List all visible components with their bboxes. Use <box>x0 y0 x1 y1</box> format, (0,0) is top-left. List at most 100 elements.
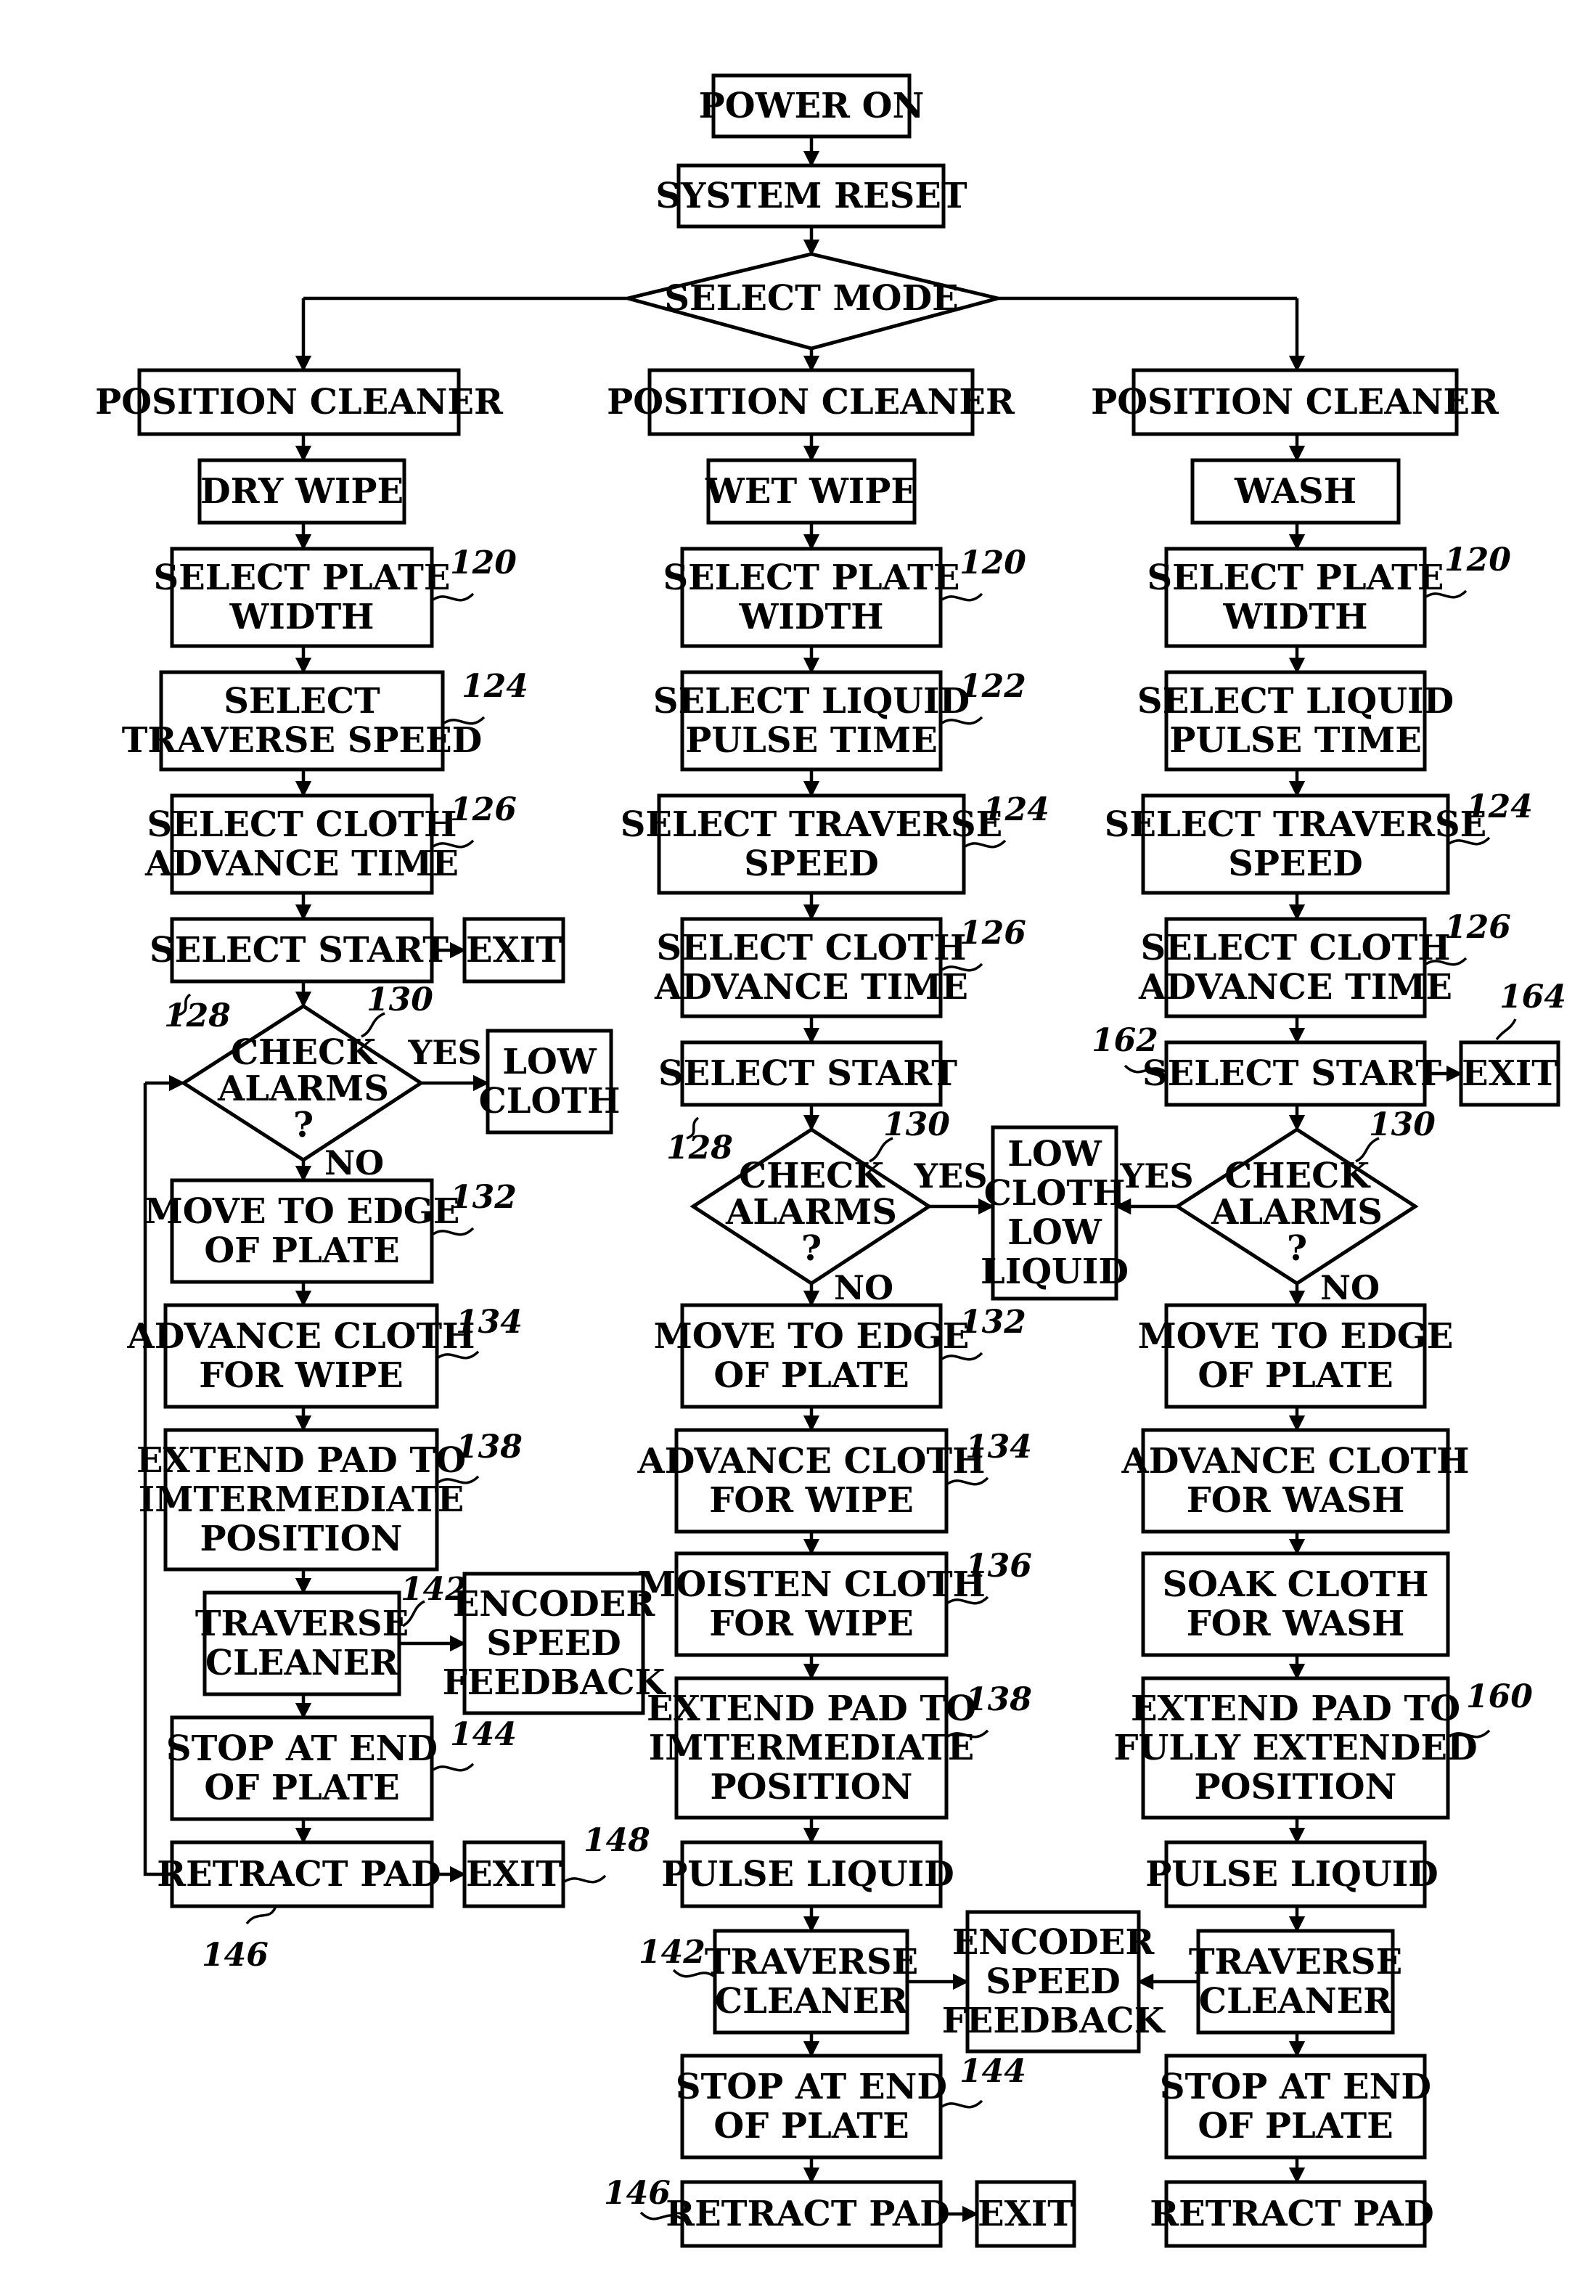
right-traverse-cleaner: TRAVERSECLEANER <box>1189 1931 1402 2033</box>
node-label-line: POSITION CLEANER <box>607 382 1015 422</box>
node-label: SELECT CLOTHADVANCE TIME <box>1138 928 1452 1008</box>
node-label: CHECKALARMS? <box>217 1032 389 1145</box>
node-label-line: POSITION <box>200 1519 403 1559</box>
node-label-line: SELECT CLOTH <box>656 928 966 968</box>
node-label: CHECKALARMS? <box>725 1156 897 1269</box>
middle-select-start: SELECT START <box>658 1042 957 1105</box>
node-label-line: SELECT START <box>150 930 449 971</box>
right-stop-at-end: STOP AT ENDOF PLATE <box>1160 2056 1431 2157</box>
left-stop-at-end: STOP AT ENDOF PLATE <box>166 1717 438 1819</box>
node-label: EXIT <box>1462 1053 1558 1094</box>
node-label: SELECT CLOTHADVANCE TIME <box>654 928 968 1008</box>
node-label-line: SELECT LIQUID <box>1137 681 1454 722</box>
node-label: WET WIPE <box>705 471 917 512</box>
node-label-line: LOW <box>1007 1212 1102 1253</box>
ref-right-120: 120 <box>1444 542 1511 579</box>
left-encoder-speed-feedback: ENCODERSPEEDFEEDBACK <box>443 1574 667 1713</box>
ref-left-138: 138 <box>456 1429 523 1466</box>
node-label-line: POWER ON <box>699 86 925 126</box>
node-label-line: SELECT PLATE <box>154 557 451 598</box>
node-label-line: SOAK CLOTH <box>1163 1564 1429 1605</box>
left-dry-wipe: DRY WIPE <box>200 460 404 523</box>
node-label-line: SELECT PLATE <box>1147 557 1444 598</box>
right-position-cleaner: POSITION CLEANER <box>1091 370 1499 434</box>
left-yes-label: YES <box>407 1033 481 1072</box>
node-label-line: SPEED <box>486 1623 621 1664</box>
node-label-line: OF PLATE <box>204 1768 399 1808</box>
low-cloth-low-liquid: LOWCLOTHLOWLIQUID <box>981 1127 1129 1299</box>
ref-left-128: 128 <box>164 997 231 1034</box>
node-label-line: PULSE LIQUID <box>1145 1854 1439 1895</box>
node-label-line: EXIT <box>978 2194 1073 2234</box>
right-select-plate-width: SELECT PLATEWIDTH <box>1147 549 1444 646</box>
ref-middle-122: 122 <box>959 668 1026 705</box>
ref-left-142: 142 <box>401 1571 467 1608</box>
left-no-label: NO <box>324 1143 384 1182</box>
middle-extend-pad: EXTEND PAD TOIMTERMEDIATEPOSITION <box>647 1678 976 1818</box>
ref-left-126: 126 <box>450 791 517 828</box>
node-label-line: SELECT TRAVERSE <box>621 804 1003 845</box>
middle-select-plate-width: SELECT PLATEWIDTH <box>663 549 960 646</box>
ref-left-130: 130 <box>367 981 433 1018</box>
ref-middle-134: 134 <box>965 1429 1032 1466</box>
node-label: RETRACT PAD <box>666 2194 949 2234</box>
left-extend-pad: EXTEND PAD TOIMTERMEDIATEPOSITION <box>136 1430 466 1569</box>
ref-middle-146: 146 <box>604 2175 671 2212</box>
right-retract-pad: RETRACT PAD <box>1150 2182 1433 2246</box>
node-label-line: WIDTH <box>229 597 374 637</box>
node-label-line: SELECT MODE <box>664 278 958 319</box>
node-label: POSITION CLEANER <box>1091 382 1499 422</box>
node-label: TRAVERSECLEANER <box>705 1942 918 2022</box>
node-label-line: CLEANER <box>1199 1981 1393 2022</box>
node-label-line: MOISTEN CLOTH <box>637 1564 986 1605</box>
ref-left-144: 144 <box>450 1716 517 1753</box>
node-label: EXIT <box>466 1854 562 1895</box>
right-yes-label: YES <box>1119 1156 1193 1196</box>
node-label: RETRACT PAD <box>157 1854 441 1895</box>
node-label-line: STOP AT END <box>1160 2067 1431 2107</box>
node-label: TRAVERSECLEANER <box>195 1603 409 1683</box>
node-label: POSITION CLEANER <box>95 382 504 422</box>
ref-right-162: 162 <box>1092 1022 1158 1059</box>
ref-right-126: 126 <box>1444 909 1511 946</box>
node-label-line: FOR WIPE <box>709 1603 914 1644</box>
node-label-line: IMTERMEDIATE <box>649 1728 975 1768</box>
node-label-line: OF PLATE <box>204 1230 399 1271</box>
node-label-line: PULSE LIQUID <box>661 1854 954 1895</box>
node-label-line: EXTEND PAD TO <box>647 1688 976 1729</box>
node-label-line: ADVANCE TIME <box>144 843 459 884</box>
node-label-line: TRAVERSE <box>705 1942 918 1982</box>
node-label-line: EXTEND PAD TO <box>1131 1688 1460 1729</box>
node-label-line: TRAVERSE SPEED <box>122 720 483 761</box>
node-label-line: STOP AT END <box>676 2067 947 2107</box>
node-label-line: CHECK <box>231 1032 377 1073</box>
node-label-line: ADVANCE CLOTH <box>637 1441 986 1482</box>
node-label-line: STOP AT END <box>166 1728 438 1769</box>
node-power-on: POWER ON <box>699 75 925 136</box>
ref-middle-142: 142 <box>639 1934 705 1971</box>
ref-middle-132: 132 <box>959 1304 1026 1341</box>
node-system-reset: SYSTEM RESET <box>655 166 967 226</box>
node-label-line: ? <box>1287 1228 1307 1269</box>
node-label: PULSE LIQUID <box>661 1854 954 1895</box>
node-label-line: ? <box>293 1105 314 1145</box>
node-label-line: MOVE TO EDGE <box>1138 1316 1454 1357</box>
left-select-plate-width: SELECT PLATEWIDTH <box>154 549 451 646</box>
middle-stop-at-end: STOP AT ENDOF PLATE <box>676 2056 947 2157</box>
right-extend-pad: EXTEND PAD TOFULLY EXTENDEDPOSITION <box>1113 1678 1477 1818</box>
left-retract-pad: RETRACT PAD <box>157 1842 441 1906</box>
right-exit-start: EXIT <box>1461 1042 1558 1105</box>
ref-right-160: 160 <box>1466 1678 1533 1715</box>
node-label-line: EXIT <box>1462 1053 1558 1094</box>
node-label: RETRACT PAD <box>1150 2194 1433 2234</box>
node-label: SELECT START <box>150 930 449 971</box>
node-label-line: DRY WIPE <box>200 471 404 512</box>
node-label-line: OF PLATE <box>1198 2106 1393 2146</box>
ref-left-132: 132 <box>450 1179 517 1216</box>
ref-middle-120: 120 <box>959 544 1026 581</box>
right-select-traverse-speed: SELECT TRAVERSESPEED <box>1105 796 1487 893</box>
node-label-line: SPEED <box>986 1961 1121 2002</box>
ref-right-164: 164 <box>1499 979 1566 1016</box>
node-label-line: CHECK <box>739 1156 885 1196</box>
